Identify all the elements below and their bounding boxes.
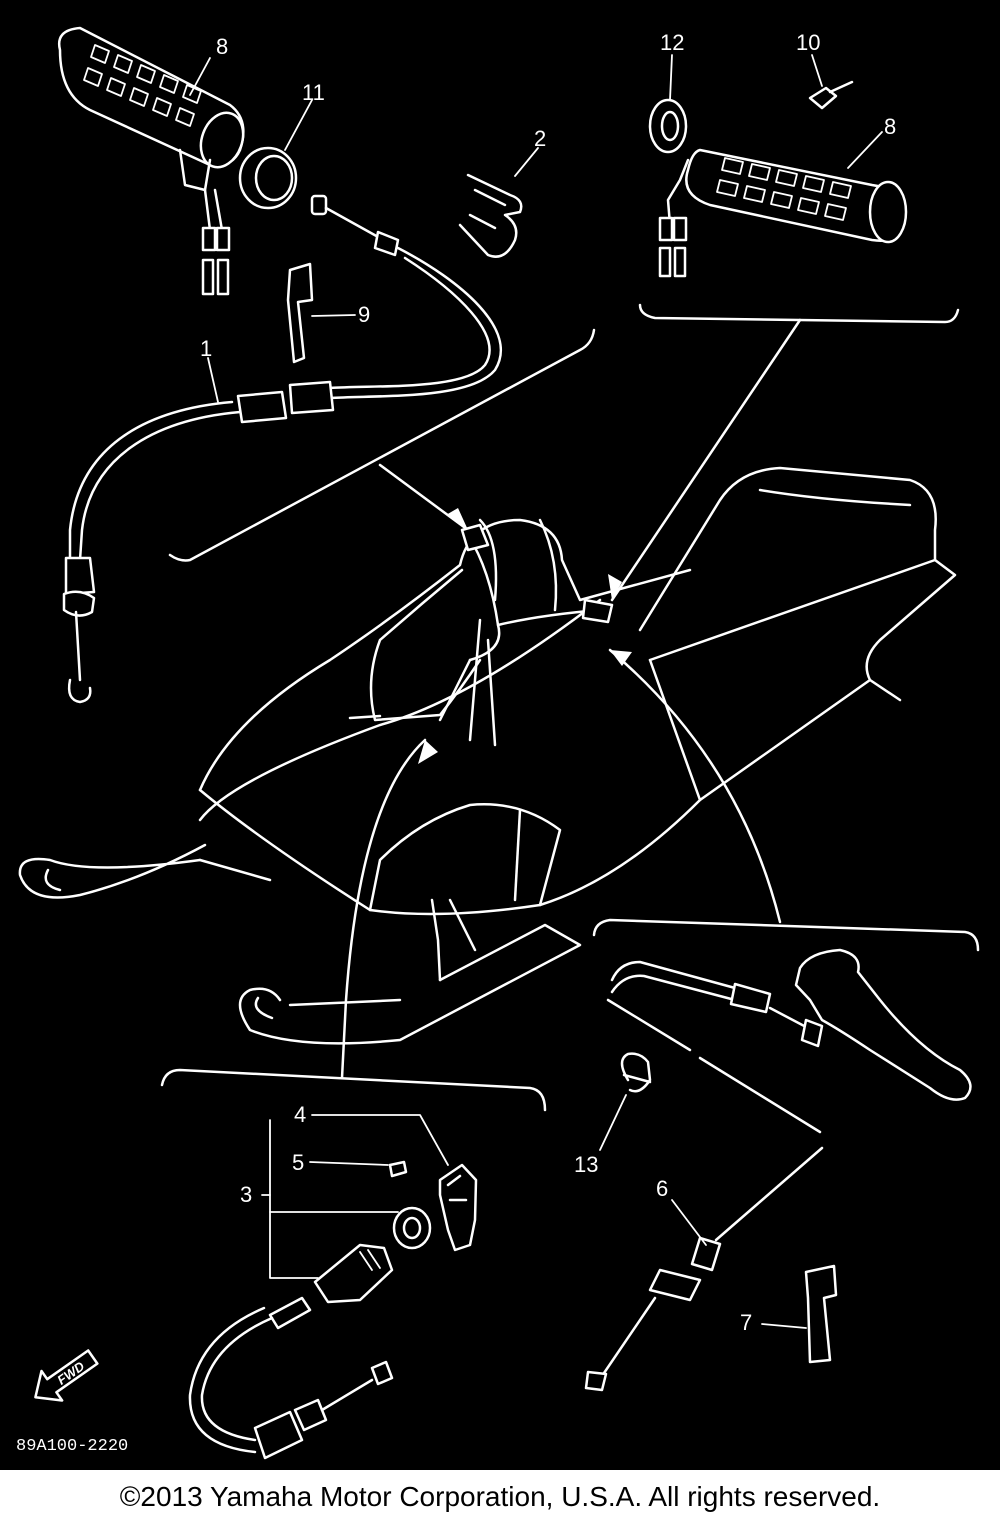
- callout-9: 9: [358, 302, 370, 327]
- brake-lever-part: [794, 948, 972, 1101]
- brake-cable-part: [584, 960, 824, 1392]
- pin-part: [286, 262, 314, 364]
- right-grip-part: [658, 148, 908, 278]
- callout-7: 7: [740, 1310, 752, 1335]
- parts-diagram: 8 11 2 9 1 12 10 8 4 5 3 13 6 7 FWD 89A1…: [0, 0, 1000, 1470]
- callout-10: 10: [796, 30, 820, 55]
- choke-assembly-part: [188, 1160, 478, 1460]
- callout-8-right: 8: [884, 114, 896, 139]
- callout-4: 4: [294, 1102, 306, 1127]
- callout-1: 1: [200, 336, 212, 361]
- washer-part: [648, 98, 688, 154]
- pin-7-part: [804, 1264, 838, 1364]
- callout-5: 5: [292, 1150, 304, 1175]
- clip-part: [458, 173, 523, 258]
- pointer-arrows: [418, 508, 632, 764]
- bolt-part: [808, 80, 854, 110]
- diagram-code: 89A100-2220: [16, 1437, 128, 1456]
- left-grip-part: [57, 26, 245, 296]
- callout-6: 6: [656, 1176, 668, 1201]
- callout-8-left: 8: [216, 34, 228, 59]
- collar-ring-part: [238, 146, 298, 210]
- copyright-notice: ©2013 Yamaha Motor Corporation, U.S.A. A…: [0, 1472, 1000, 1522]
- callout-2: 2: [534, 126, 546, 151]
- callout-12: 12: [660, 30, 684, 55]
- snowmobile-body: [18, 466, 957, 1045]
- callout-3: 3: [240, 1182, 252, 1207]
- callout-13: 13: [574, 1152, 598, 1177]
- clip-13-part: [620, 1052, 652, 1093]
- throttle-cable-upper: [62, 194, 502, 704]
- callout-11: 11: [302, 80, 325, 105]
- callout-leaders: [189, 54, 883, 1329]
- diagram-background: [0, 0, 1000, 1470]
